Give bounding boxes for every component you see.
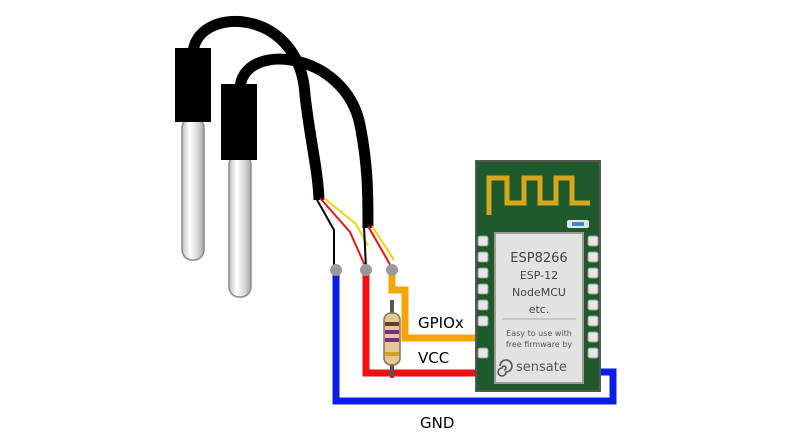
brand-name: sensate — [516, 360, 567, 375]
probe-cables — [187, 15, 374, 229]
module-note-line1: Easy to use with — [506, 329, 572, 338]
vcc-label: VCC — [418, 349, 449, 367]
gnd-wire — [332, 270, 617, 405]
module-shield — [494, 232, 584, 384]
soil-probe-left — [181, 117, 205, 261]
sensate-spiral-icon — [497, 359, 513, 377]
cable-leads — [315, 197, 395, 269]
antenna-trace — [486, 175, 590, 215]
gpio-label: GPIOx — [418, 314, 464, 332]
module-line1: ESP-12 — [520, 269, 558, 282]
soil-probe-right — [228, 154, 252, 298]
module-line3: etc. — [529, 303, 550, 316]
module-title: ESP8266 — [510, 251, 567, 266]
gpio-wire — [388, 270, 490, 342]
gnd-label: GND — [420, 414, 454, 432]
vcc-wire — [362, 270, 490, 377]
junction-nodes — [330, 264, 398, 276]
probe-head-left — [175, 48, 211, 122]
module-note-line2: free firmware by — [506, 340, 572, 349]
module-line2: NodeMCU — [512, 286, 566, 299]
esp-module: ESP8266 ESP-12 NodeMCU etc. Easy to use … — [475, 160, 601, 392]
module-pads — [477, 235, 599, 359]
pull-resistor — [383, 300, 401, 378]
probe-head-right — [221, 84, 257, 160]
